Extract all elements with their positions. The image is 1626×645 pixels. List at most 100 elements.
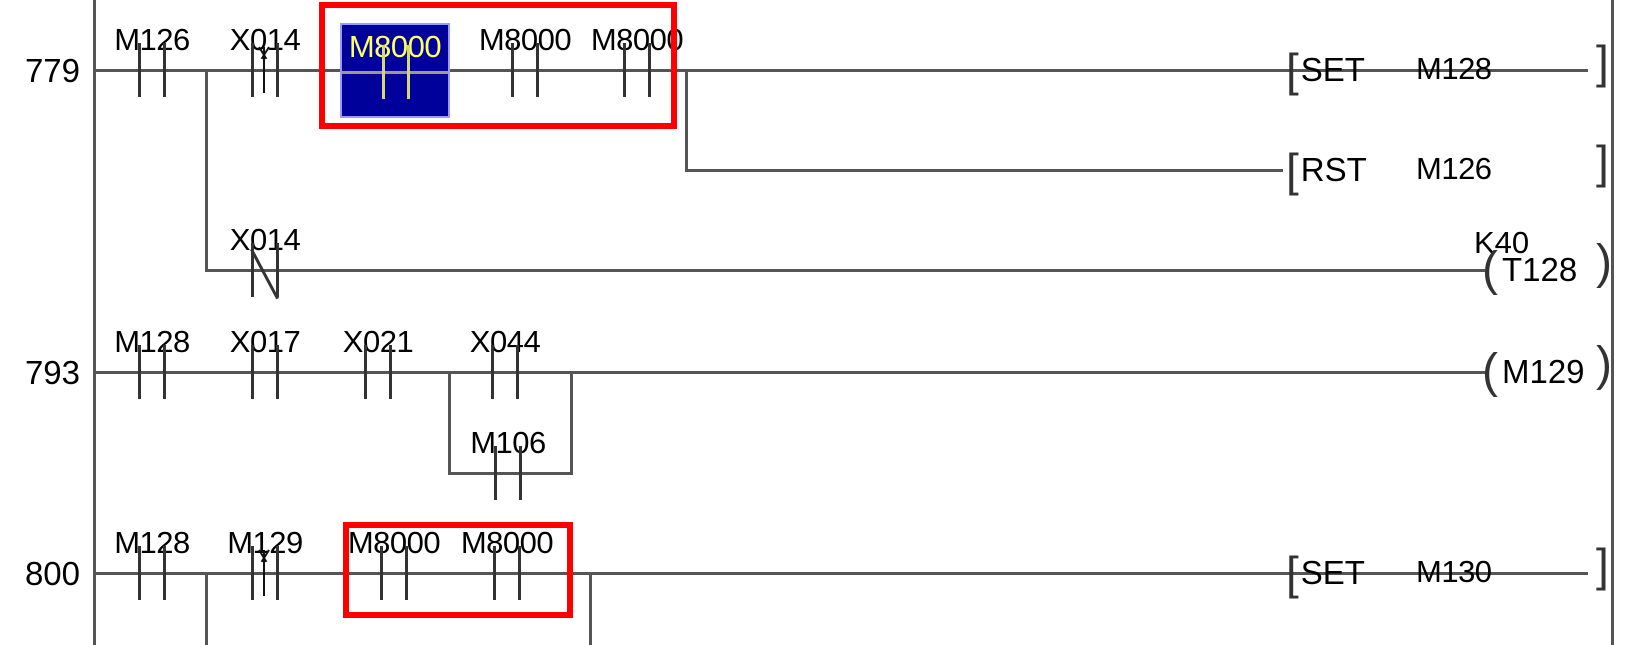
contact-label-m126: M126: [114, 22, 190, 57]
instruction-opcode: SET: [1300, 51, 1365, 88]
contact-bar-right: [405, 546, 408, 600]
contact-bar-left: [491, 345, 494, 399]
coil-label: T128: [1501, 251, 1578, 288]
contact-bar-left: [364, 345, 367, 399]
contact-bar-right: [519, 446, 522, 500]
left-power-rail: [93, 0, 96, 645]
contact-label-r793-x017: X017: [229, 324, 301, 359]
bracket-open-icon: [: [1286, 43, 1299, 96]
coil-paren-close-icon: ): [1596, 236, 1612, 289]
contact-label-r800-m128: M128: [114, 525, 190, 560]
contact-r793-x044[interactable]: [482, 345, 528, 399]
contact-bar-right: [276, 345, 279, 399]
rung-779-output-branch-drop: [685, 69, 688, 172]
contact-bar-right: [276, 43, 279, 97]
contact-bar-left: [251, 345, 254, 399]
contact-label-x014-nc: X014: [229, 222, 301, 257]
contact-bar-left: [251, 43, 254, 97]
coil-label: M129: [1501, 353, 1585, 390]
contact-r800-m128[interactable]: [129, 546, 175, 600]
instruction-opcode: RST: [1300, 151, 1367, 188]
bracket-close-icon: ]: [1596, 36, 1609, 88]
rung-t128-wire: [205, 269, 1485, 272]
contact-bar-left: [511, 43, 514, 97]
rung-number-793: 793: [24, 354, 80, 391]
contact-x014-nc[interactable]: [242, 243, 288, 300]
rising-edge-arrow-icon: [263, 47, 265, 93]
contact-m8000-c[interactable]: [614, 43, 660, 97]
contact-label-r793-x021: X021: [342, 324, 414, 359]
contact-bar-left: [251, 546, 254, 600]
contact-bar-right: [163, 546, 166, 600]
contact-m8000-b[interactable]: [502, 43, 548, 97]
contact-bar-left: [382, 45, 385, 99]
instruction-set-m130[interactable]: [ SET: [1286, 543, 1365, 603]
contact-r800-m129-rising-edge[interactable]: [242, 546, 288, 600]
contact-label-m8000-b: M8000: [478, 22, 572, 57]
right-power-rail: [1611, 0, 1614, 645]
contact-bar-left: [138, 345, 141, 399]
rung-800-wire: [93, 572, 1588, 575]
rst-branch-wire: [685, 169, 1283, 172]
contact-bar-left: [251, 243, 254, 297]
rung-779-left-branch-drop: [205, 69, 208, 271]
r793-branch-left-rail: [448, 371, 451, 475]
contact-r800-m8000-b[interactable]: [484, 546, 530, 600]
bracket-close-icon: ]: [1596, 539, 1609, 591]
instruction-operand-m130: M130: [1416, 554, 1492, 589]
bracket-open-icon: [: [1286, 143, 1299, 196]
contact-bar-left: [138, 546, 141, 600]
instruction-rst-m126[interactable]: [ RST: [1286, 140, 1367, 200]
contact-label-r793-m106: M106: [470, 425, 546, 460]
contact-m126[interactable]: [129, 43, 175, 97]
contact-bar-left: [138, 43, 141, 97]
r793-branch-right-rail: [570, 371, 573, 475]
contact-r793-m106[interactable]: [485, 446, 531, 500]
rung-793-wire: [93, 371, 1488, 374]
coil-paren-open-icon: (: [1482, 345, 1498, 399]
annotation-red-box-1: [319, 2, 677, 129]
contact-bar-right: [407, 45, 410, 99]
contact-bar-right: [648, 43, 651, 97]
contact-r800-m8000-a[interactable]: [371, 546, 417, 600]
contact-r793-x021[interactable]: [355, 345, 401, 399]
contact-bar-right: [163, 43, 166, 97]
rung-800-right-branch-drop: [589, 572, 592, 645]
contact-label-r800-m8000-a: M8000: [347, 525, 441, 560]
contact-label-r793-m128: M128: [114, 324, 190, 359]
coil-paren-close-icon: ): [1596, 338, 1612, 391]
instruction-set-m128[interactable]: [ SET: [1286, 40, 1365, 100]
instruction-opcode: SET: [1300, 554, 1365, 591]
contact-r793-x017[interactable]: [242, 345, 288, 399]
contact-label-m8000-c: M8000: [590, 22, 684, 57]
rung-800-left-branch-drop: [205, 572, 208, 645]
contact-bar-right: [518, 546, 521, 600]
selected-cell-label: M8000: [348, 29, 442, 64]
timer-preset-k40: K40: [1474, 225, 1530, 260]
contact-bar-left: [494, 446, 497, 500]
contact-x014-rising-edge[interactable]: [242, 43, 288, 97]
contact-bar-right: [536, 43, 539, 97]
coil-t128[interactable]: ( T128: [1482, 240, 1583, 300]
selected-cell-m8000[interactable]: M8000: [340, 23, 450, 118]
contact-bar-right: [163, 345, 166, 399]
selected-cell-wire: [342, 71, 448, 74]
bracket-open-icon: [: [1286, 546, 1299, 599]
instruction-operand-m128: M128: [1416, 51, 1492, 86]
contact-bar-left: [493, 546, 496, 600]
contact-bar-left: [380, 546, 383, 600]
contact-r793-m128[interactable]: [129, 345, 175, 399]
contact-label-r793-x044: X044: [469, 324, 541, 359]
coil-paren-open-icon: (: [1482, 243, 1498, 297]
contact-bar-right: [276, 243, 279, 297]
annotation-red-box-2: [343, 522, 573, 618]
contact-bar-left: [623, 43, 626, 97]
rung-779-wire: [93, 69, 1588, 72]
normally-closed-slash-icon: [250, 248, 279, 300]
contact-bar-right: [389, 345, 392, 399]
contact-bar-right: [516, 345, 519, 399]
rising-edge-arrow-icon: [263, 550, 265, 596]
contact-bar-right: [276, 546, 279, 600]
coil-m129[interactable]: ( M129: [1482, 342, 1591, 402]
